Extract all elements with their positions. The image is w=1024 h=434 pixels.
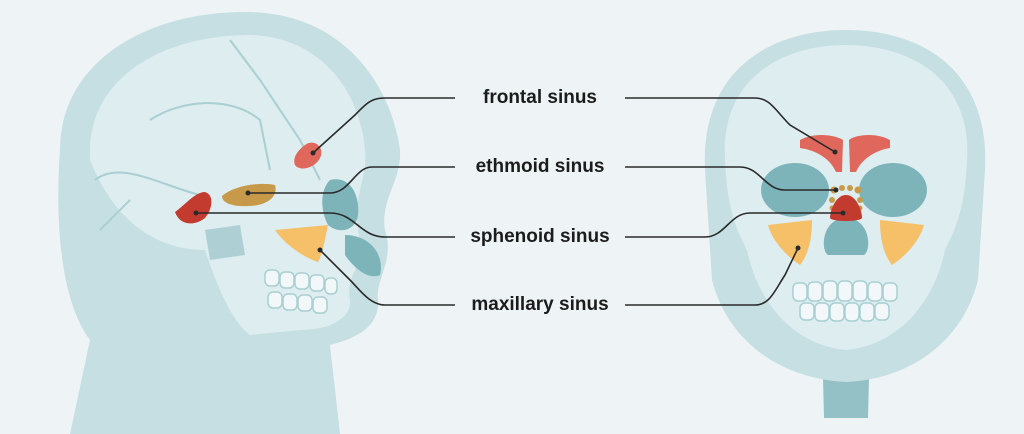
leader-sphenoid-right <box>625 212 843 238</box>
leader-lines <box>196 97 843 306</box>
label-maxillary-sinus: maxillary sinus <box>471 294 609 315</box>
orbit-side <box>322 179 359 231</box>
leader-dots <box>193 149 846 253</box>
maxillary-sinus-left <box>768 220 812 265</box>
maxillary-sinus-right <box>880 220 924 265</box>
leader-frontal-right <box>625 97 836 153</box>
leader-maxillary-right <box>625 247 799 306</box>
label-frontal-sinus: frontal sinus <box>482 87 598 108</box>
nasal-cavity-front <box>823 218 869 255</box>
frontal-sinus-side <box>294 142 322 169</box>
teeth-side <box>264 269 338 314</box>
skull-sutures <box>94 39 321 231</box>
sphenoid-sinus-front <box>830 195 862 221</box>
leader-maxillary-left <box>319 249 455 306</box>
front-view-head <box>704 30 986 418</box>
nasal-side <box>345 235 381 277</box>
label-sphenoid-sinus: sphenoid sinus <box>470 226 610 247</box>
orbit-right <box>859 163 927 217</box>
leader-sphenoid-left <box>196 212 455 238</box>
label-ethmoid-sinus: ethmoid sinus <box>475 156 605 177</box>
leader-ethmoid-left <box>248 166 455 194</box>
teeth-front <box>792 280 898 322</box>
maxillary-sinus-side <box>275 225 328 262</box>
sphenoid-sinus-side <box>175 192 212 224</box>
jaw-side <box>205 225 245 260</box>
leader-frontal-left <box>312 97 455 154</box>
skull-side <box>89 35 366 335</box>
leader-ethmoid-right <box>625 166 836 191</box>
side-view-head <box>58 11 401 434</box>
